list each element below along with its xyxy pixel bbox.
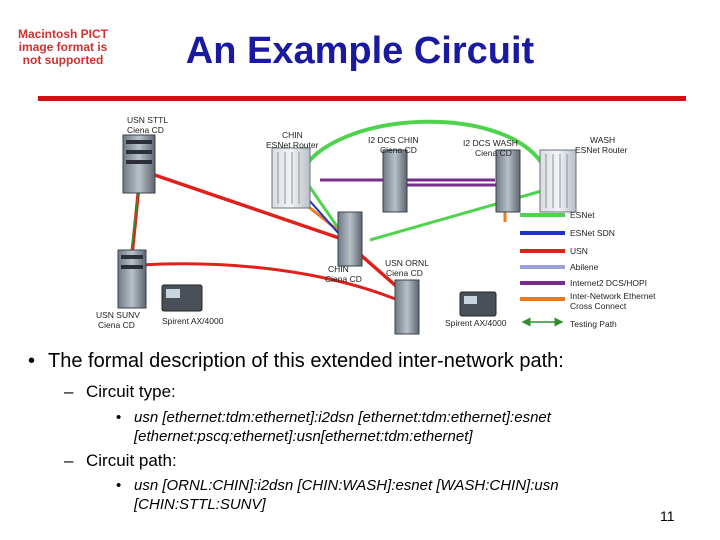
equipment	[117, 134, 577, 335]
label-i2dcs-chin-1: I2 DCS CHIN	[368, 135, 419, 145]
label-usn-ornl-1: USN ORNL	[385, 258, 429, 268]
label-usn-sunv-1: USN SUNV	[96, 310, 140, 320]
label-wash-esnet-1: WASH	[590, 135, 615, 145]
label-spirent-right: Spirent AX/4000	[445, 318, 507, 328]
legend: ESNet ESNet SDN USN Abilene Internet2 DC…	[520, 210, 656, 329]
legend-label-testing-path: Testing Path	[570, 319, 617, 329]
label-spirent-left: Spirent AX/4000	[162, 316, 224, 326]
pict-placeholder-note: Macintosh PICT image format is not suppo…	[17, 27, 108, 67]
slide-title: An Example Circuit	[185, 30, 535, 72]
title-underline	[38, 96, 686, 101]
usn-link-sttl-chin	[139, 168, 346, 242]
label-chin-esnet-2: ESNet Router	[266, 140, 319, 150]
label-wash-esnet-2: ESNet Router	[575, 145, 628, 155]
label-chin-ciena-2: Ciena CD	[325, 274, 362, 284]
i2-dcs-wash-rack	[495, 149, 521, 213]
legend-label-esnet-sdn: ESNet SDN	[570, 228, 615, 238]
label-chin-esnet-1: CHIN	[282, 130, 303, 140]
label-i2dcs-chin-2: Ciena CD	[380, 145, 417, 155]
chin-ciena-rack	[337, 211, 363, 267]
legend-label-esnet: ESNet	[570, 210, 595, 220]
legend-label-abilene: Abilene	[570, 262, 599, 272]
node-labels: USN STTL Ciena CD CHIN ESNet Router I2 D…	[96, 115, 628, 330]
wash-esnet-router	[539, 149, 577, 213]
legend-label-dcs-hopi: Internet2 DCS/HOPI	[570, 278, 647, 288]
label-i2dcs-wash-1: I2 DCS WASH	[463, 138, 518, 148]
usn-ornl-rack	[394, 279, 420, 335]
label-chin-ciena-1: CHIN	[328, 264, 349, 274]
i2-dcs-chin-rack	[382, 149, 408, 213]
page-number: 11	[660, 508, 675, 524]
label-usn-sttl-1: USN STTL	[127, 115, 168, 125]
label-usn-sttl-2: Ciena CD	[127, 125, 164, 135]
usn-link-sunv-ornl	[139, 262, 411, 307]
label-usn-sunv-2: Ciena CD	[98, 320, 135, 330]
legend-label-usn: USN	[570, 246, 588, 256]
usn-sunv-rack	[117, 249, 147, 309]
label-i2dcs-wash-2: Ciena CD	[475, 148, 512, 158]
label-usn-ornl-2: Ciena CD	[386, 268, 423, 278]
esnet-arc-link	[298, 119, 550, 176]
